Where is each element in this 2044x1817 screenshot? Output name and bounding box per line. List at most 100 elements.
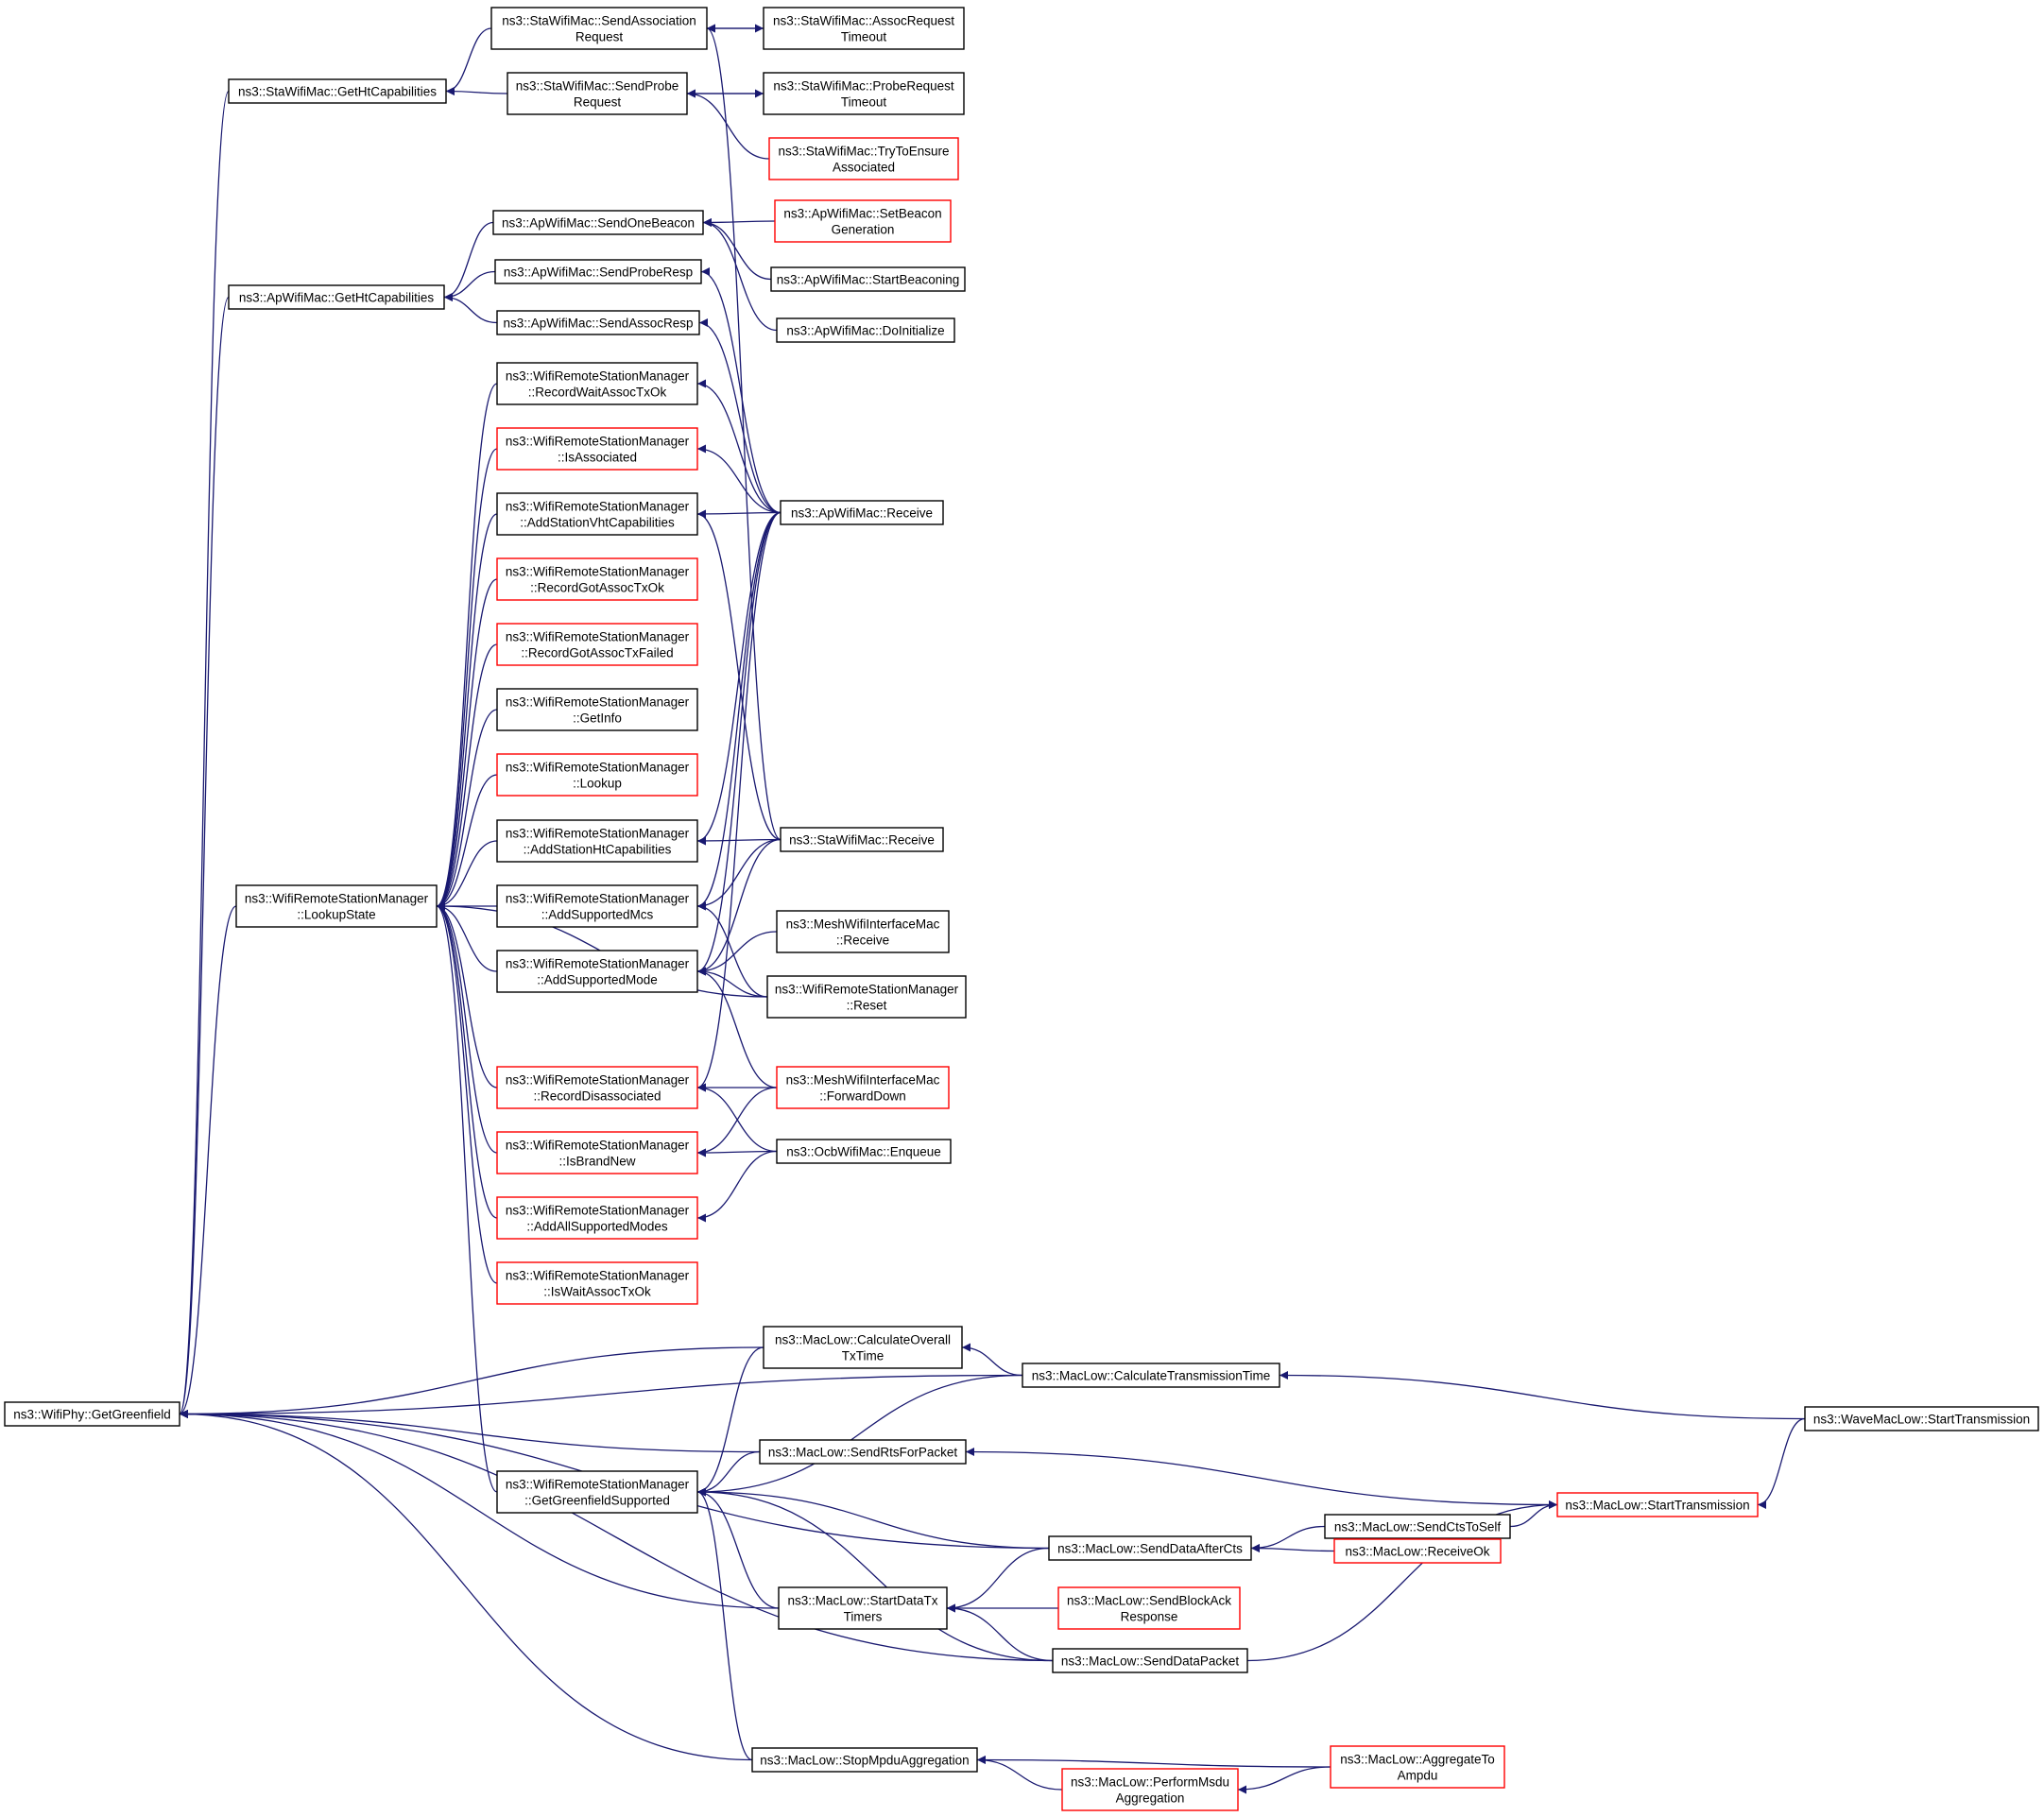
- node-mlSendDataPacket[interactable]: ns3::MacLow::SendDataPacket: [1052, 1648, 1248, 1673]
- node-staReceive[interactable]: ns3::StaWifiMac::Receive: [780, 827, 944, 852]
- node-box: [778, 1586, 948, 1630]
- node-staGetHt[interactable]: ns3::StaWifiMac::GetHtCapabilities: [228, 78, 447, 104]
- node-apSendAssocResp[interactable]: ns3::ApWifiMac::SendAssocResp: [496, 310, 700, 335]
- node-wrsGetInfo[interactable]: ns3::WifiRemoteStationManager::GetInfo: [496, 688, 698, 731]
- node-wrsAddMcs[interactable]: ns3::WifiRemoteStationManager::AddSuppor…: [496, 884, 698, 928]
- node-meshForwardDown[interactable]: ns3::MeshWifiInterfaceMac::ForwardDown: [776, 1066, 950, 1109]
- edge-mlCalcTx-to-mlCalcOverall: [961, 1343, 1023, 1377]
- node-ocbEnqueue[interactable]: ns3::OcbWifiMac::Enqueue: [776, 1139, 952, 1164]
- node-box: [496, 753, 698, 797]
- node-apSendBeacon[interactable]: ns3::ApWifiMac::SendOneBeacon: [492, 210, 704, 235]
- node-box: [496, 819, 698, 863]
- node-box: [228, 284, 445, 310]
- node-wrsAddAllModes[interactable]: ns3::WifiRemoteStationManager::AddAllSup…: [496, 1196, 698, 1240]
- node-mlSendDataAfterCts[interactable]: ns3::MacLow::SendDataAfterCts: [1048, 1535, 1252, 1561]
- node-label: ns3::MacLow::SendRtsForPacket: [768, 1446, 958, 1460]
- edge-apReceive-to-wrsIsAssoc: [696, 444, 782, 514]
- edge-mlStartDataTx-to-wrsGetGreenfield: [696, 1487, 780, 1609]
- node-wrsAddHt[interactable]: ns3::WifiRemoteStationManager::AddStatio…: [496, 819, 698, 863]
- node-label: ns3::StaWifiMac::SendProbe: [516, 79, 679, 94]
- node-mlSendCts[interactable]: ns3::MacLow::SendCtsToSelf: [1324, 1514, 1511, 1539]
- edge-wrsAddAllModes-to-wrsLookupState: [436, 901, 498, 1219]
- edge-mlSendDataPacket-to-getGreenfield: [179, 1410, 1054, 1662]
- node-box: [770, 266, 966, 292]
- node-box: [494, 259, 702, 284]
- node-wrsAddMode[interactable]: ns3::WifiRemoteStationManager::AddSuppor…: [496, 950, 698, 993]
- edge-wrsAddVht-to-wrsLookupState: [436, 513, 498, 911]
- node-mlStopMpdu[interactable]: ns3::MacLow::StopMpduAggregation: [751, 1747, 978, 1773]
- node-wrsReset[interactable]: ns3::WifiRemoteStationManager::Reset: [766, 975, 967, 1019]
- node-label: ::Reset: [847, 999, 887, 1013]
- node-label: ::RecordGotAssocTxFailed: [521, 646, 673, 660]
- node-label: ::AddAllSupportedModes: [526, 1220, 668, 1234]
- node-wrsLookup[interactable]: ns3::WifiRemoteStationManager::Lookup: [496, 753, 698, 797]
- node-label: ns3::WifiRemoteStationManager: [506, 827, 690, 841]
- edge-meshForwardDown-to-wrsAddMode: [696, 967, 778, 1088]
- node-apSendProbeResp[interactable]: ns3::ApWifiMac::SendProbeResp: [494, 259, 702, 284]
- node-apStartBeaconing[interactable]: ns3::ApWifiMac::StartBeaconing: [770, 266, 966, 292]
- node-label: Request: [574, 95, 622, 110]
- node-label: ns3::WifiRemoteStationManager: [506, 435, 690, 449]
- edge-mlStartTx-to-mlSendRts: [965, 1448, 1558, 1506]
- node-wrsRecordWait[interactable]: ns3::WifiRemoteStationManager::RecordWai…: [496, 362, 698, 405]
- node-label: ns3::StaWifiMac::GetHtCapabilities: [238, 85, 437, 99]
- edge-wrsRecordGot-to-wrsLookupState: [436, 578, 498, 911]
- node-label: ns3::MacLow::SendBlockAck: [1067, 1594, 1231, 1608]
- node-label: ns3::MacLow::StopMpduAggregation: [760, 1754, 969, 1768]
- node-label: ns3::ApWifiMac::GetHtCapabilities: [239, 291, 435, 305]
- node-wrsAddVht[interactable]: ns3::WifiRemoteStationManager::AddStatio…: [496, 492, 698, 536]
- node-label: ns3::MeshWifiInterfaceMac: [786, 1073, 940, 1088]
- edge-wrsIsAssoc-to-wrsLookupState: [436, 448, 498, 911]
- node-label: Generation: [832, 223, 895, 237]
- node-meshReceive[interactable]: ns3::MeshWifiInterfaceMac::Receive: [776, 910, 950, 953]
- edge-ocbEnqueue-to-wrsAddAllModes: [696, 1150, 778, 1223]
- node-label: ns3::MacLow::SendDataPacket: [1061, 1654, 1240, 1669]
- node-wrsIsAssoc[interactable]: ns3::WifiRemoteStationManager::IsAssocia…: [496, 427, 698, 471]
- node-label: ::IsAssociated: [558, 451, 637, 465]
- node-label: ::AddStationHtCapabilities: [524, 843, 672, 857]
- node-box: [1022, 1363, 1280, 1388]
- node-label: Associated: [833, 161, 895, 175]
- edge-apSetBeaconGen-to-apSendBeacon: [702, 217, 776, 227]
- edge-wrsRecordDisassoc-to-wrsLookupState: [436, 901, 498, 1088]
- edge-mlStartDataTx-to-getGreenfield: [179, 1410, 780, 1609]
- edge-mlCalcTx-to-wrsGetGreenfield: [696, 1374, 1023, 1497]
- node-apReceive[interactable]: ns3::ApWifiMac::Receive: [780, 500, 944, 525]
- node-apDoInit[interactable]: ns3::ApWifiMac::DoInitialize: [776, 317, 955, 343]
- node-mlCalcTx[interactable]: ns3::MacLow::CalculateTransmissionTime: [1022, 1363, 1280, 1388]
- edge-apReceive-to-wrsRecordDisassoc: [696, 511, 782, 1092]
- node-apGetHt[interactable]: ns3::ApWifiMac::GetHtCapabilities: [228, 284, 445, 310]
- edge-mlPerformMsdu-to-mlStopMpdu: [976, 1756, 1063, 1791]
- node-getGreenfield[interactable]: ns3::WifiPhy::GetGreenfield: [4, 1401, 180, 1427]
- node-wrsIsBrandNew[interactable]: ns3::WifiRemoteStationManager::IsBrandNe…: [496, 1131, 698, 1174]
- node-waveStartTx[interactable]: ns3::WaveMacLow::StartTransmission: [1804, 1406, 2039, 1431]
- node-wrsIsWait[interactable]: ns3::WifiRemoteStationManager::IsWaitAss…: [496, 1261, 698, 1305]
- edge-mlReceiveOk-to-mlSendDataAfterCts: [1250, 1544, 1335, 1553]
- node-label: Timeout: [841, 30, 887, 44]
- node-wrsRecordGot[interactable]: ns3::WifiRemoteStationManager::RecordGot…: [496, 557, 698, 601]
- node-mlReceiveOk[interactable]: ns3::MacLow::ReceiveOk: [1333, 1538, 1502, 1564]
- node-label: ns3::MacLow::AggregateTo: [1340, 1753, 1495, 1767]
- node-mlStartTx[interactable]: ns3::MacLow::StartTransmission: [1556, 1492, 1759, 1517]
- node-wrsRecordFailed[interactable]: ns3::WifiRemoteStationManager::RecordGot…: [496, 623, 698, 666]
- node-label: ::GetInfo: [573, 711, 622, 726]
- node-mlSendRts[interactable]: ns3::MacLow::SendRtsForPacket: [759, 1439, 967, 1465]
- edge-apReceive-to-wrsAddMode: [696, 511, 782, 976]
- node-wrsLookupState[interactable]: ns3::WifiRemoteStationManager::LookupSta…: [235, 884, 438, 928]
- edge-apDoInit-to-apSendBeacon: [702, 218, 778, 332]
- node-wrsRecordDisassoc[interactable]: ns3::WifiRemoteStationManager::RecordDis…: [496, 1066, 698, 1109]
- node-wrsGetGreenfield[interactable]: ns3::WifiRemoteStationManager::GetGreenf…: [496, 1470, 698, 1514]
- node-label: ns3::WifiRemoteStationManager: [506, 892, 690, 906]
- node-box: [1324, 1514, 1511, 1539]
